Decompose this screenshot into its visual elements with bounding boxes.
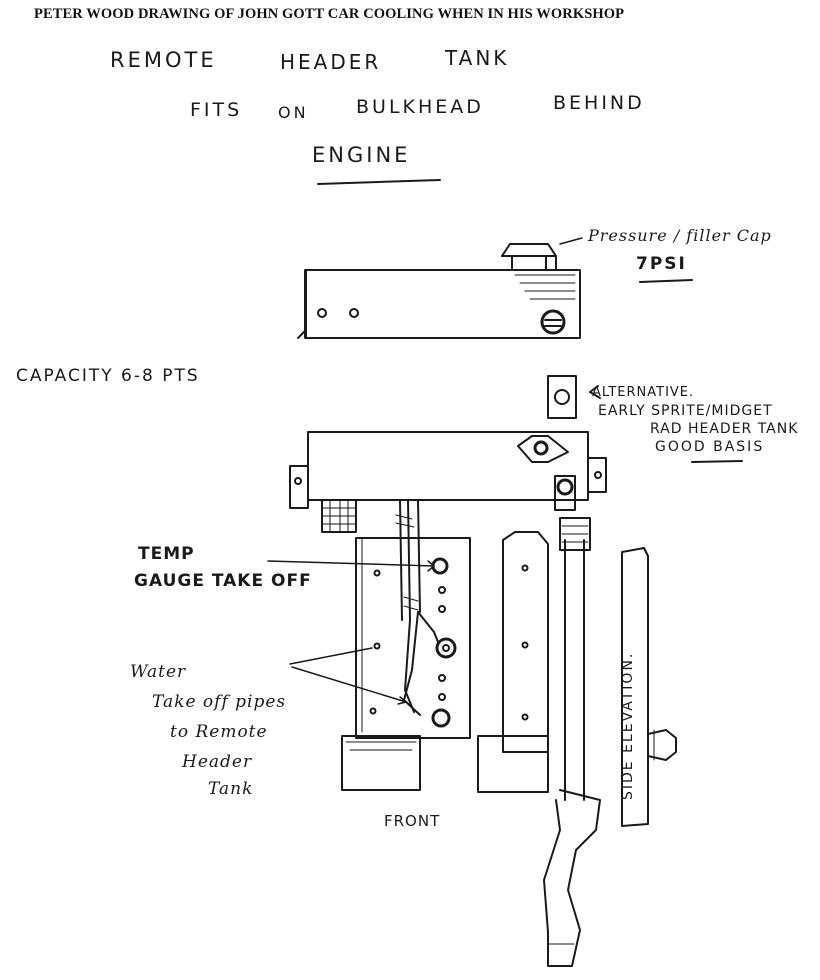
heading-engine: ENGINE: [312, 143, 411, 167]
alt-line-4: GOOD BASIS: [655, 439, 765, 455]
alternative-header-tank: [289, 375, 607, 533]
drawing-title: PETER WOOD DRAWING OF JOHN GOTT CAR COOL…: [34, 6, 625, 22]
water-line-5: Tank: [208, 779, 254, 799]
side-elevation-pipe: [621, 547, 677, 827]
cap-label: Pressure / filler Cap: [588, 226, 772, 245]
alt-line-3: RAD HEADER TANK: [650, 421, 799, 437]
block-ports: [417, 557, 457, 728]
water-line-1: Water: [130, 662, 187, 682]
heading-bulkhead: BULKHEAD: [356, 96, 484, 118]
water-line-3: to Remote: [170, 722, 268, 742]
temp-line-1: TEMP: [138, 544, 195, 564]
front-label: FRONT: [384, 812, 441, 830]
good-basis-underline: [691, 460, 743, 463]
heading-fits: FITS: [190, 99, 243, 121]
engine-underline: [317, 179, 441, 185]
water-line-4: Header: [182, 752, 253, 772]
alt-line-2: EARLY SPRITE/MIDGET: [598, 403, 773, 419]
cap-pressure: 7PSI: [636, 254, 687, 274]
remote-header-tank: [297, 243, 581, 339]
heading-on: ON: [278, 103, 309, 122]
heading-behind: BEHIND: [553, 92, 645, 114]
pointer-lines: [267, 237, 583, 705]
temp-line-2: GAUGE TAKE OFF: [134, 571, 312, 591]
cylinder-head: [502, 531, 549, 753]
alt-line-1: ALTERNATIVE.: [592, 385, 695, 400]
capacity-label: CAPACITY 6-8 PTS: [16, 366, 200, 386]
heading-tank: TANK: [445, 46, 510, 70]
outlet-pipe: [543, 517, 601, 967]
heading-header: HEADER: [280, 50, 382, 74]
pressure-underline: [639, 279, 693, 283]
heading-remote: REMOTE: [110, 48, 217, 72]
water-line-2: Take off pipes: [152, 692, 287, 712]
engine-block: [341, 499, 549, 793]
